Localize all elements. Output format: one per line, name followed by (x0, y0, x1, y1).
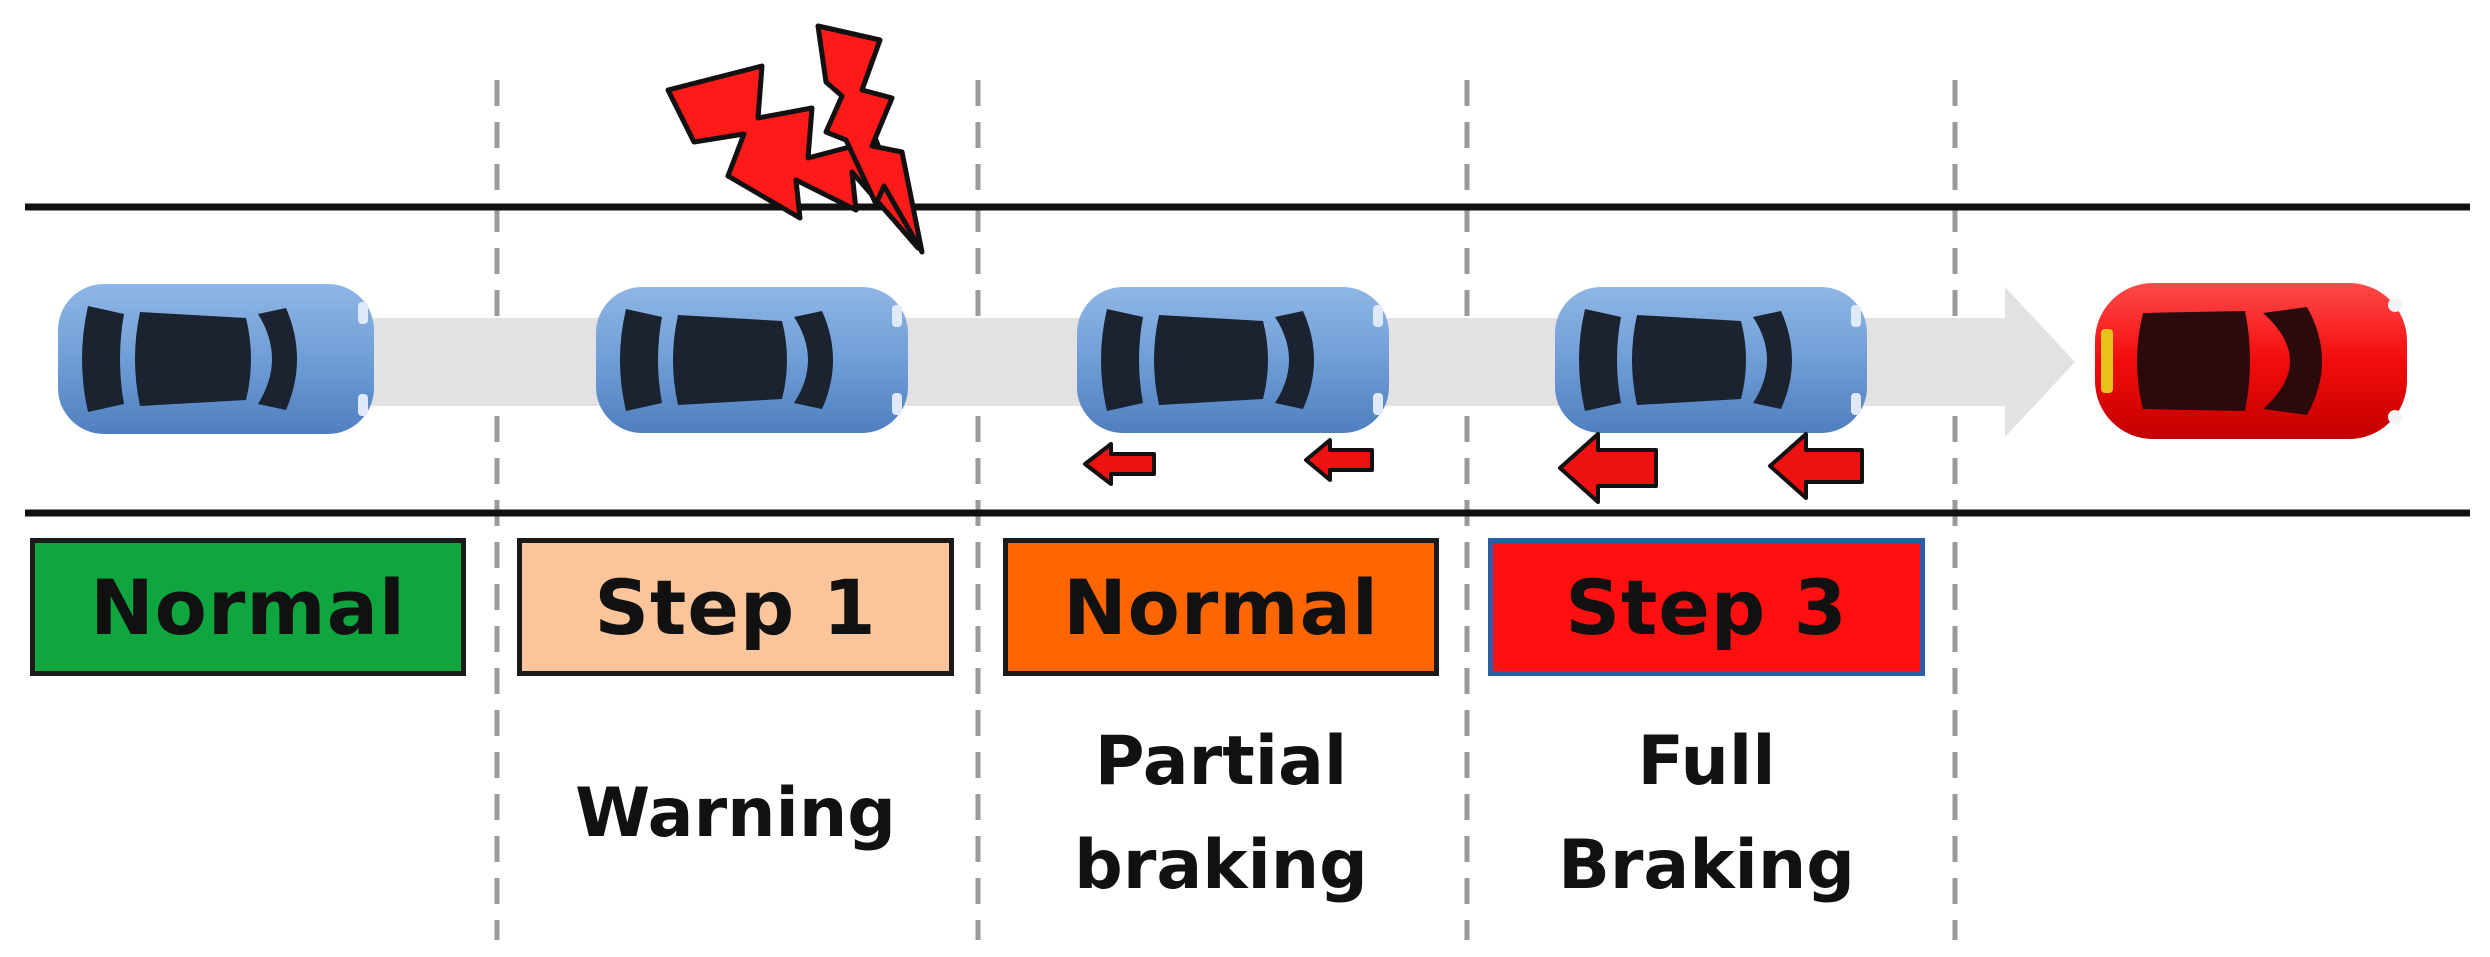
brake-arrow-icon (1304, 438, 1374, 482)
brake-arrow-icon (1083, 442, 1156, 486)
brake-arrow-icon (1558, 432, 1658, 504)
stage-caption-warning: Warning (575, 774, 896, 853)
target-car-icon (2095, 283, 2407, 439)
stage-label: Normal (90, 562, 406, 652)
car-icon (1077, 287, 1389, 433)
stage-box-normal: Normal (30, 538, 466, 676)
stage-box-step-1: Step 1 (517, 538, 954, 676)
car-icon (1555, 287, 1867, 433)
stage-label: Step 3 (1565, 562, 1848, 652)
car-icon (58, 284, 374, 434)
stage-label: Normal (1063, 562, 1379, 652)
stage-caption-full-braking: Full Braking (1558, 722, 1855, 905)
stage-label: Step 1 (594, 562, 877, 652)
stage-caption-partial-braking: Partial braking (1074, 722, 1368, 905)
stage-box-step-3: Step 3 (1488, 538, 1925, 676)
brake-arrow-icon (1768, 432, 1864, 500)
car-icon (596, 287, 908, 433)
stage-box-partial: Normal (1003, 538, 1439, 676)
warning-lightning-icon (665, 23, 925, 255)
